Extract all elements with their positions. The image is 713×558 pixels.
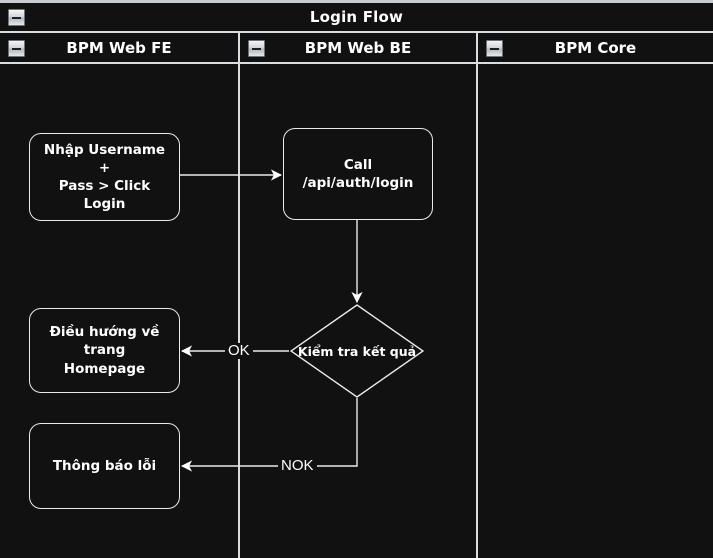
node-show-error-label: Thông báo lỗi xyxy=(52,457,157,474)
minus-square-icon-pool[interactable] xyxy=(8,9,25,26)
lane-divider-be-core xyxy=(476,33,478,558)
lane-divider-fe-be xyxy=(238,33,240,558)
node-input-credentials-label: Nhập Username + Pass > Click Login xyxy=(43,141,166,213)
minus-square-icon-lane-fe[interactable] xyxy=(8,40,25,57)
lane-header-fe: BPM Web FE xyxy=(0,33,238,64)
page-title: Login Flow xyxy=(309,8,404,26)
minus-square-icon-lane-be[interactable] xyxy=(248,40,265,57)
node-redirect-homepage[interactable]: Điều hướng về trang Homepage xyxy=(29,308,180,393)
lane-header-be: BPM Web BE xyxy=(240,33,476,64)
diagram-title-bar: Login Flow xyxy=(0,3,713,33)
edge-label-ok: OK xyxy=(225,343,253,359)
node-redirect-homepage-label: Điều hướng về trang Homepage xyxy=(49,324,160,377)
node-call-login-api[interactable]: Call /api/auth/login xyxy=(283,128,433,220)
node-show-error[interactable]: Thông báo lỗi xyxy=(29,423,180,509)
lane-title-core: BPM Core xyxy=(554,39,637,57)
edge-label-nok: NOK xyxy=(278,458,317,474)
lane-title-fe: BPM Web FE xyxy=(66,39,172,57)
lane-header-core: BPM Core xyxy=(478,33,713,64)
lane-title-be: BPM Web BE xyxy=(304,39,412,57)
node-call-login-api-label: Call /api/auth/login xyxy=(302,156,414,191)
node-input-credentials[interactable]: Nhập Username + Pass > Click Login xyxy=(29,133,180,221)
edge-check-to-error xyxy=(180,398,358,472)
minus-square-icon-lane-core[interactable] xyxy=(486,40,503,57)
node-check-result[interactable]: Kiểm tra kết quả xyxy=(290,304,424,398)
diamond-shape xyxy=(290,304,424,398)
node-check-result-label: Kiểm tra kết quả xyxy=(297,343,417,359)
